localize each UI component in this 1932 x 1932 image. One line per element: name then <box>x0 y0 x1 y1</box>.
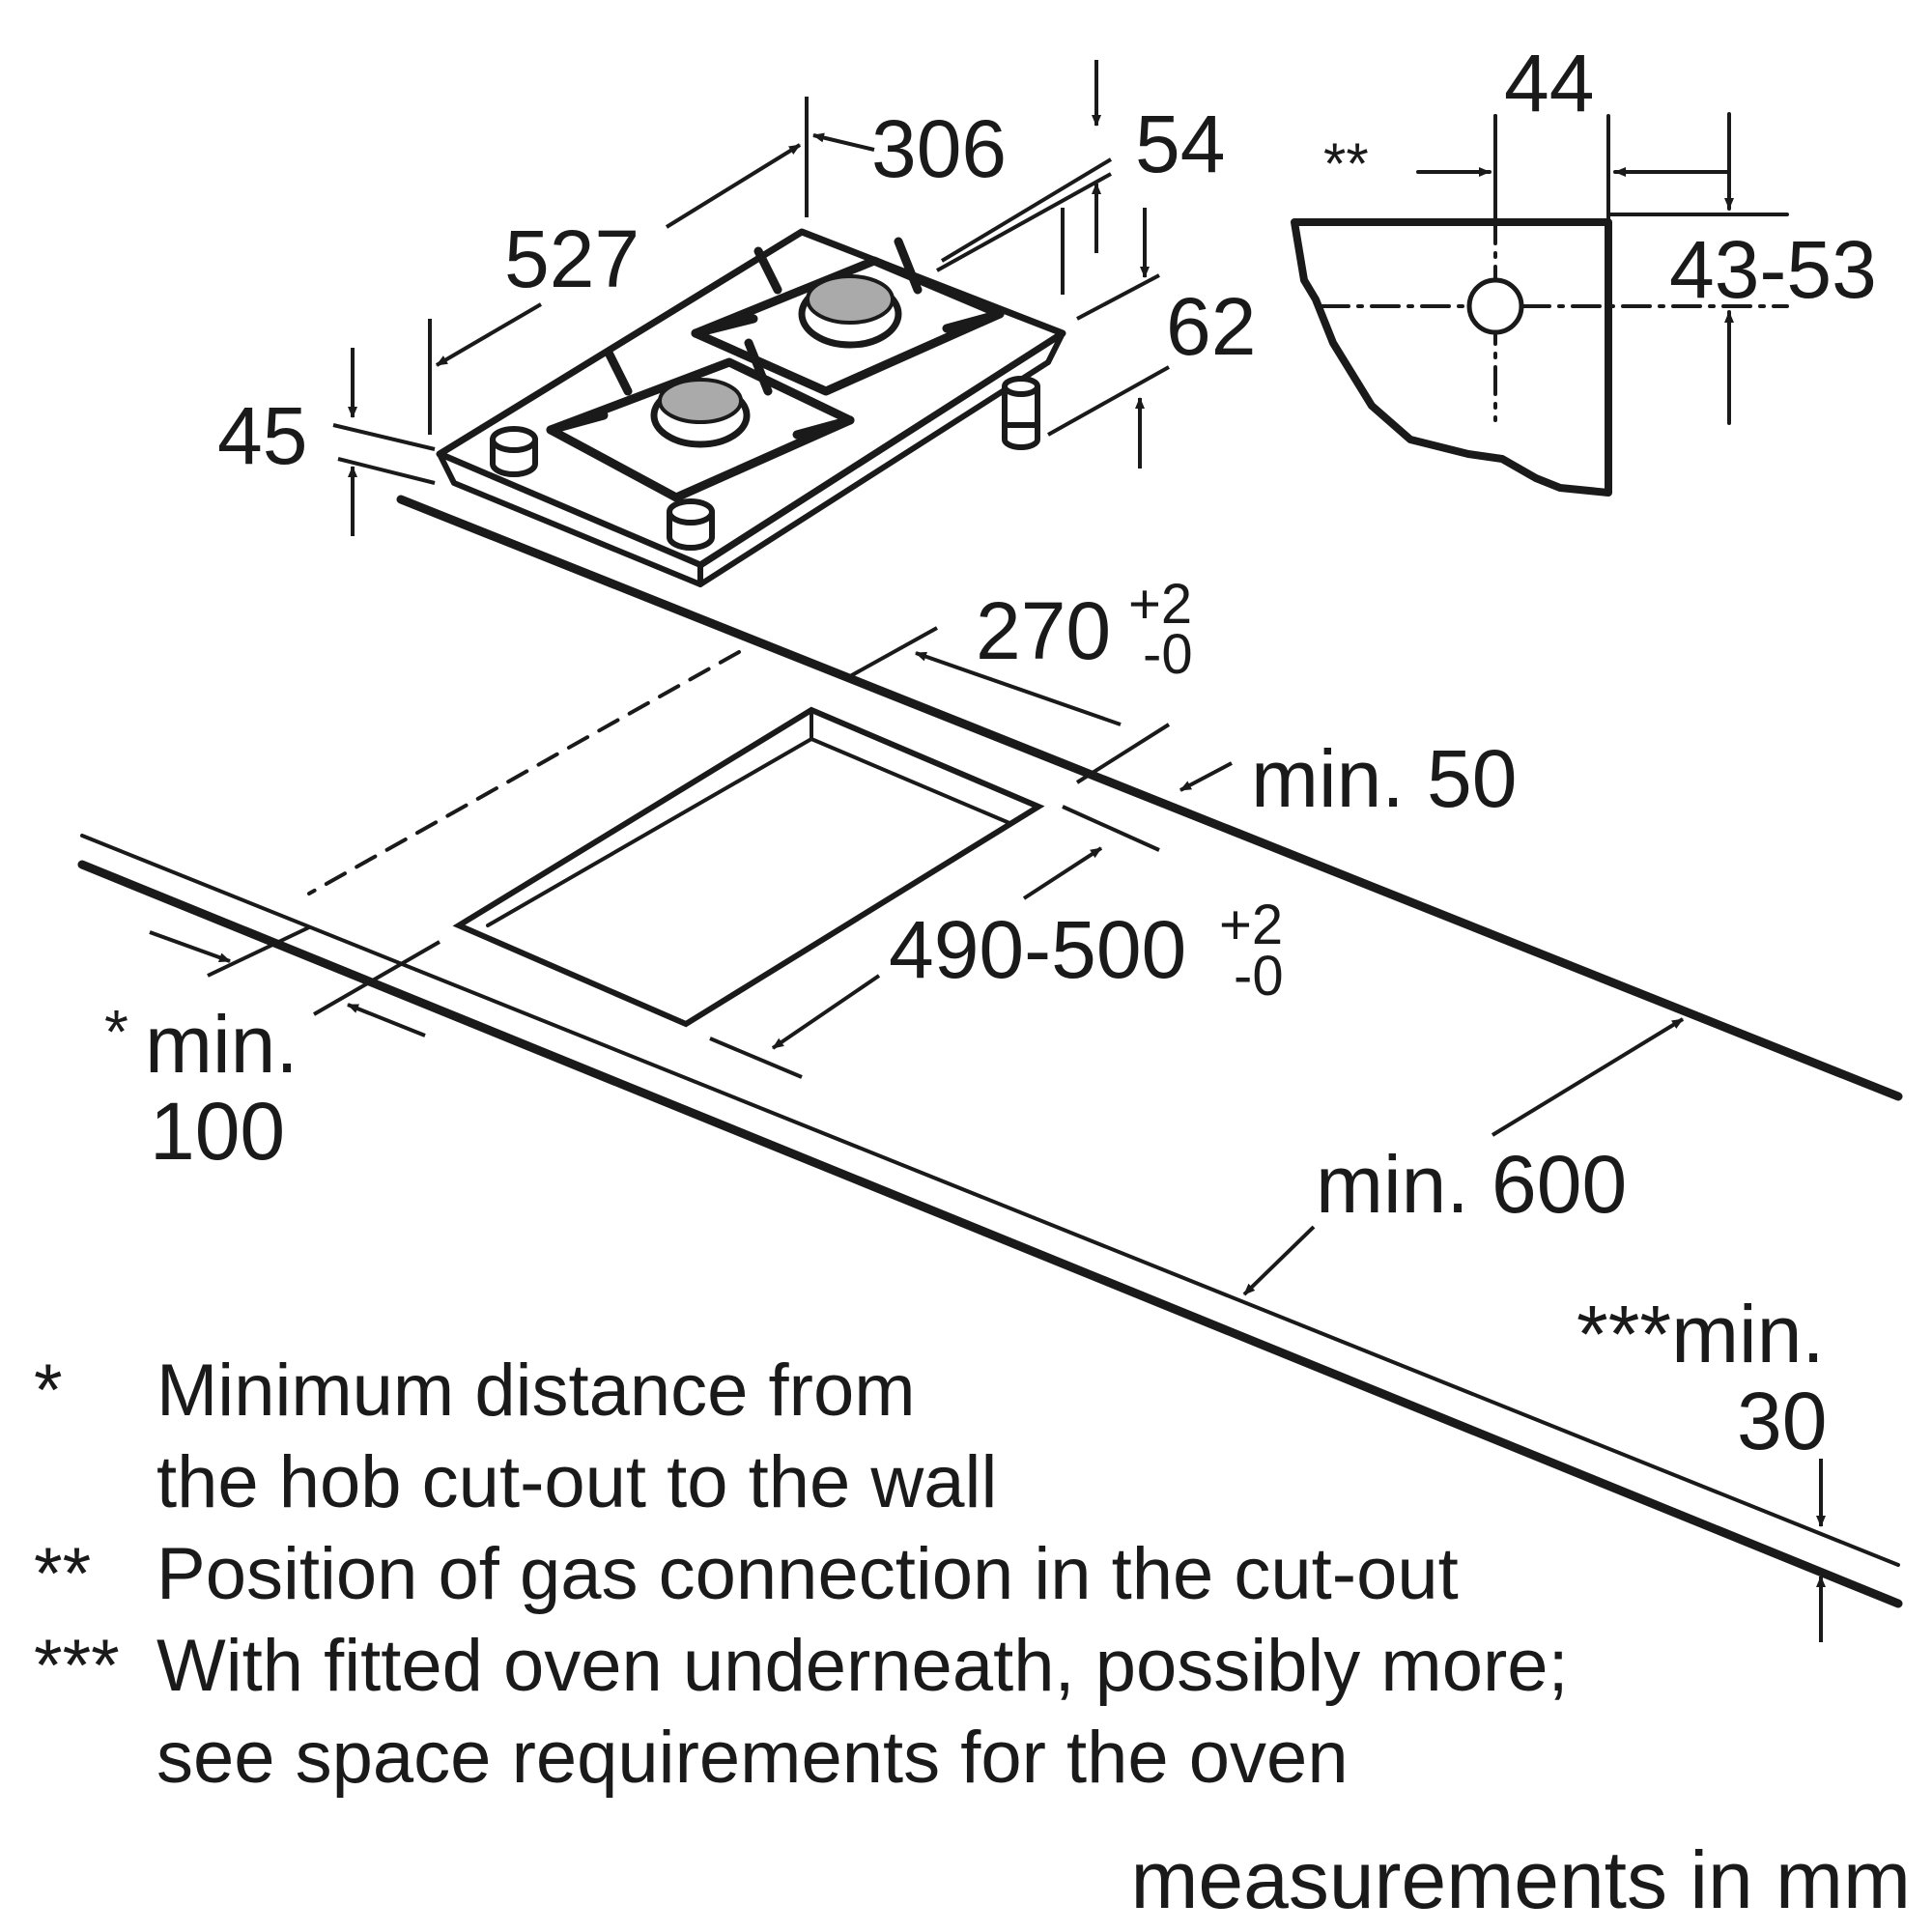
worktop-dimension-lines <box>149 626 1826 1642</box>
worktop-section <box>1291 218 1612 497</box>
note-3-line-1: With fitted oven underneath, possibly mo… <box>156 1625 1569 1707</box>
dim-490-500-tol-minus: -0 <box>1234 945 1284 1008</box>
footnotes: * Minimum distance from the hob cut-out … <box>34 1350 1569 1799</box>
worktop-back-edge <box>396 495 1903 1101</box>
cutout-side-dashed <box>307 650 741 895</box>
dim-270-tol-minus: -0 <box>1143 623 1193 686</box>
note-1-mark: * <box>34 1350 63 1432</box>
dim-270-tol-plus: +2 <box>1128 573 1192 636</box>
worktop-front-edge-bottom <box>77 860 1903 1608</box>
gas-connection-stub <box>1002 376 1040 450</box>
dim-62: 62 <box>1166 281 1256 372</box>
min-100-star: * <box>104 997 128 1066</box>
min-50: min. 50 <box>1251 733 1517 824</box>
dim-43-53: 43-53 <box>1669 224 1877 315</box>
worktop-front-edge-top <box>80 834 1900 1567</box>
hob-right-edge <box>697 359 1051 587</box>
dim-490-500-tol-plus: +2 <box>1219 894 1283 956</box>
control-knob-left <box>490 426 538 477</box>
note-2-line-1: Position of gas connection in the cut-ou… <box>156 1533 1459 1615</box>
detail-gas-marker: ** <box>1323 131 1369 196</box>
rear-burner-cap <box>806 274 895 325</box>
note-1-line-2: the hob cut-out to the wall <box>156 1441 997 1523</box>
note-1-line-1: Minimum distance from <box>156 1350 916 1432</box>
min-30-line2: 30 <box>1737 1376 1827 1466</box>
gas-connection-detail <box>1291 112 1789 497</box>
dim-45: 45 <box>217 390 307 481</box>
dim-527: 527 <box>504 213 639 304</box>
dim-44: 44 <box>1504 38 1594 128</box>
min-30-line1: ***min. <box>1577 1289 1825 1379</box>
hob-dimension-lines <box>332 60 1170 536</box>
min-600: min. 600 <box>1316 1139 1627 1230</box>
gas-connection-circle <box>1466 277 1524 335</box>
min-100-line1: min. <box>145 999 298 1090</box>
min-100-line2: 100 <box>150 1086 285 1177</box>
dim-306: 306 <box>871 103 1007 194</box>
note-3-mark: *** <box>34 1625 120 1707</box>
units-footer: measurements in mm <box>1130 1834 1911 1925</box>
front-burner-cap <box>658 378 743 424</box>
dim-270: 270 <box>976 585 1111 676</box>
hob-cut-out <box>452 706 1045 1028</box>
worktop-plan <box>77 495 1903 1608</box>
hob-drawing <box>436 228 1066 587</box>
dim-54: 54 <box>1135 99 1225 189</box>
note-2-mark: ** <box>34 1533 91 1615</box>
dim-490-500: 490-500 <box>889 904 1186 995</box>
note-3-line-2: see space requirements for the oven <box>156 1717 1349 1799</box>
control-knob-right <box>667 498 715 551</box>
